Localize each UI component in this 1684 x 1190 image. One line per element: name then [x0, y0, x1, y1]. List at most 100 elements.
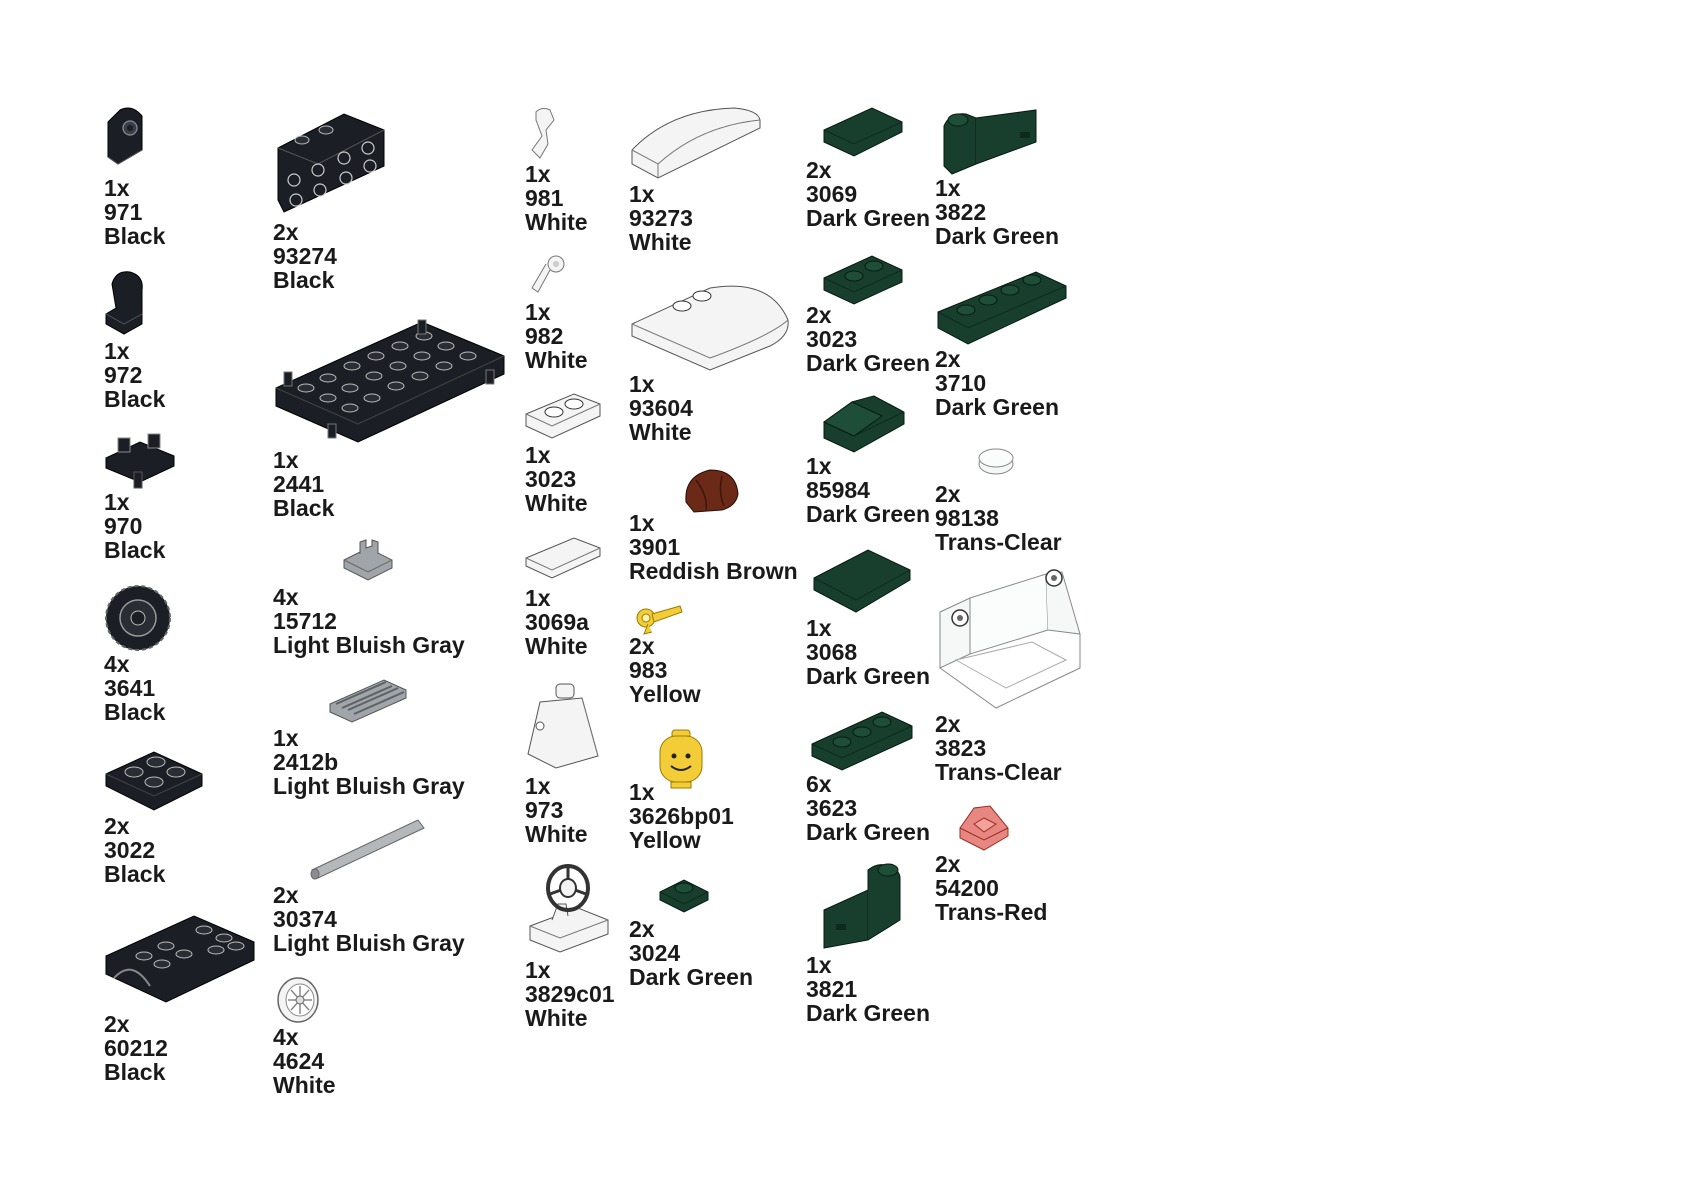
part-number: 973 — [525, 797, 564, 823]
part-number: 60212 — [104, 1035, 168, 1061]
windscreen-icon — [939, 569, 1081, 709]
tile-1x2-icon — [823, 107, 903, 157]
part-qty: 1x — [525, 442, 551, 468]
part-qty: 1x — [525, 957, 551, 983]
part-number: 972 — [104, 362, 143, 388]
part-number: 983 — [629, 657, 668, 683]
part-number: 970 — [104, 513, 143, 539]
part-number: 93604 — [629, 395, 693, 421]
part-qty: 1x — [806, 615, 832, 641]
arm-left-icon — [531, 107, 555, 159]
cheese-slope-icon — [959, 805, 1009, 851]
part-number: 3069a — [525, 609, 589, 635]
plate-1x3-icon — [811, 711, 913, 771]
steering-wheel-icon — [529, 864, 609, 953]
part-qty: 2x — [935, 711, 961, 737]
part-color: Dark Green — [806, 350, 931, 376]
part-number: 3626bp01 — [629, 803, 734, 829]
part-color: White — [525, 1005, 588, 1031]
hips-legs-icon — [105, 433, 175, 489]
part-color: Light Bluish Gray — [273, 930, 465, 956]
part-number: 3068 — [806, 639, 858, 665]
part-qty: 1x — [806, 453, 832, 479]
part-number: 3822 — [935, 199, 987, 225]
part-qty: 2x — [104, 813, 130, 839]
part-color: Trans-Clear — [935, 759, 1062, 785]
part-number: 4624 — [273, 1048, 325, 1074]
part-number: 3823 — [935, 735, 987, 761]
part-number: 30374 — [273, 906, 337, 932]
part-qty: 1x — [525, 299, 551, 325]
bracket-plate-icon — [277, 113, 385, 213]
part-number: 93273 — [629, 205, 693, 231]
door-right-icon — [943, 109, 1037, 175]
part-color: White — [629, 419, 692, 445]
round-tile-icon — [978, 448, 1014, 475]
bar-icon — [310, 819, 425, 880]
part-color: Black — [273, 495, 335, 521]
part-qty: 1x — [629, 181, 655, 207]
part-number: 3710 — [935, 370, 987, 396]
part-number: 54200 — [935, 875, 999, 901]
part-number: 85984 — [806, 477, 870, 503]
tile-2x2-icon — [813, 549, 911, 613]
part-color: Black — [104, 861, 166, 887]
part-number: 3024 — [629, 940, 681, 966]
plate-1x4-icon — [937, 271, 1067, 345]
part-qty: 2x — [806, 302, 832, 328]
part-number: 98138 — [935, 505, 999, 531]
tile-1x2-icon — [525, 537, 601, 579]
brick-hinge-vertical-icon — [107, 107, 143, 165]
part-number: 971 — [104, 199, 143, 225]
part-number: 981 — [525, 185, 564, 211]
tile-clip-icon — [343, 539, 393, 581]
part-qty: 1x — [525, 773, 551, 799]
part-qty: 1x — [525, 585, 551, 611]
hand-icon — [636, 605, 683, 635]
part-color: Dark Green — [629, 964, 754, 990]
minifig-head-icon — [659, 729, 703, 789]
part-color: Black — [104, 1059, 166, 1085]
part-number: 3069 — [806, 181, 858, 207]
part-number: 3829c01 — [525, 981, 615, 1007]
part-number: 3821 — [806, 976, 858, 1002]
arm-right-icon — [531, 255, 565, 293]
part-qty: 6x — [806, 771, 832, 797]
part-qty: 4x — [273, 584, 299, 610]
part-qty: 2x — [629, 916, 655, 942]
part-color: Black — [104, 223, 166, 249]
part-number: 3023 — [806, 326, 858, 352]
slope-icon — [823, 395, 905, 453]
part-qty: 1x — [104, 338, 130, 364]
part-qty: 1x — [935, 175, 961, 201]
door-left-icon — [823, 863, 901, 949]
plate-2x2-icon — [105, 751, 203, 811]
round-wedge-plate-icon — [631, 285, 789, 371]
part-qty: 1x — [806, 952, 832, 978]
part-number: 3641 — [104, 675, 156, 701]
part-qty: 1x — [104, 489, 130, 515]
part-color: Reddish Brown — [629, 558, 798, 584]
part-color: White — [629, 229, 692, 255]
torso-icon — [527, 683, 599, 769]
part-qty: 1x — [629, 510, 655, 536]
part-qty: 2x — [935, 851, 961, 877]
part-color: Light Bluish Gray — [273, 773, 465, 799]
part-qty: 2x — [806, 157, 832, 183]
tire-icon — [105, 585, 171, 651]
part-qty: 2x — [273, 882, 299, 908]
part-color: Yellow — [629, 827, 701, 853]
part-color: White — [525, 821, 588, 847]
part-color: White — [525, 490, 588, 516]
plate-1x1-icon — [659, 879, 709, 913]
part-number: 93274 — [273, 243, 337, 269]
part-number: 982 — [525, 323, 564, 349]
part-color: Yellow — [629, 681, 701, 707]
part-number: 15712 — [273, 608, 337, 634]
part-qty: 1x — [629, 371, 655, 397]
wheel-rim-icon — [277, 977, 319, 1023]
part-color: Trans-Clear — [935, 529, 1062, 555]
part-number: 2441 — [273, 471, 325, 497]
part-qty: 1x — [273, 447, 299, 473]
part-color: Dark Green — [806, 1000, 931, 1026]
